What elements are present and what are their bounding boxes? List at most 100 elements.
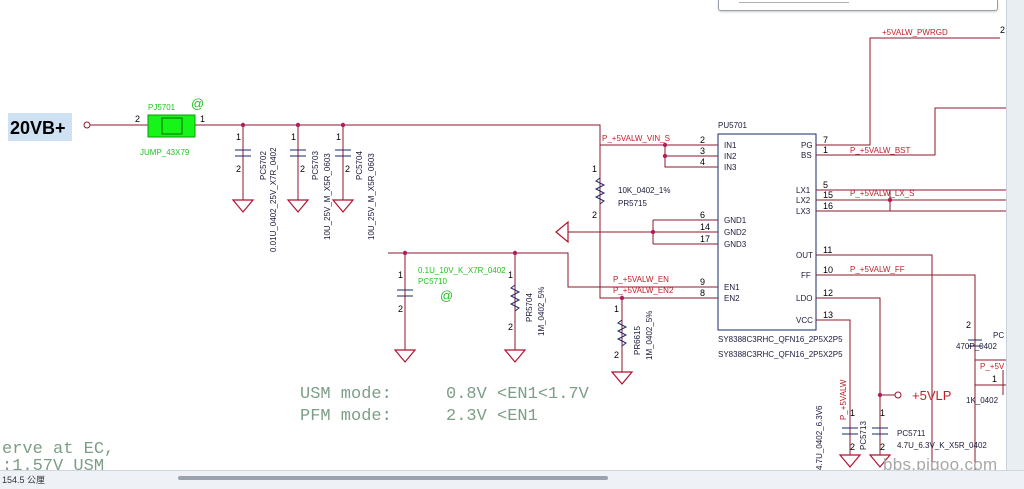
ic-pin-name: IN1 xyxy=(724,141,737,150)
ic-pin-name: LX2 xyxy=(796,196,811,205)
pc5710-pin1: 1 xyxy=(398,270,403,280)
pr5715-ref: PR5715 xyxy=(618,199,647,208)
pc5710-pin2: 2 xyxy=(398,304,403,314)
pr6615-value: 1M_0402_5% xyxy=(645,311,654,360)
resistor-pr6615: 1 2 PR6615 1M_0402_5% xyxy=(614,304,654,360)
ic-pu5701: PU5701 SY8388C3RHC_QFN16_2P5X2P5 SY8388C… xyxy=(717,121,843,359)
input-connector: 20VB+ xyxy=(8,113,91,141)
pc5713-ref: PC5713 xyxy=(859,421,868,450)
wire-bs xyxy=(816,107,1006,156)
note-pfm-value: 2.3V <EN1 xyxy=(446,407,538,426)
pc5702-value: 0.01U_0402_25V_X7R_0402 xyxy=(269,147,278,252)
popup-panel[interactable] xyxy=(718,0,998,11)
ic-pin-number: 15 xyxy=(823,190,833,200)
pc5713-value: 4.7U_0402_6.3V6 xyxy=(815,405,824,470)
ic-ref: PU5701 xyxy=(718,121,747,130)
ic-pin-name: PG xyxy=(801,141,813,150)
wire-ldo xyxy=(816,297,895,396)
ic-pin-number: 5 xyxy=(823,180,828,190)
net-bst: P_+5VALW_BST xyxy=(850,146,911,155)
right-pc-partial: PC xyxy=(993,331,1004,340)
net-label-box xyxy=(8,113,72,141)
wire-gnd-bus xyxy=(568,219,707,245)
resistor-pr5704: 1 2 PR5704 1M_0402_5% xyxy=(508,270,546,336)
ic-pin-name: GND2 xyxy=(724,228,747,237)
ic-pin-name: IN2 xyxy=(724,152,737,161)
ground-symbols xyxy=(231,199,892,468)
net-vlp: +5VLP xyxy=(912,388,951,403)
pr6615-pin2: 2 xyxy=(614,350,619,360)
ic-pin-number: 10 xyxy=(823,265,833,275)
net-en: P_+5VALW_EN xyxy=(613,275,669,284)
cap-labels: 1 2 1 2 1 2 PC5702 0.01U_0402_25V_X7R_04… xyxy=(236,132,376,252)
ic-pin-name: EN2 xyxy=(724,294,740,303)
pc5710-ref: PC5710 xyxy=(418,277,447,286)
pc5703-pin2: 2 xyxy=(300,164,305,174)
wire-right-part xyxy=(975,359,1006,395)
pr5704-value: 1M_0402_5% xyxy=(537,287,546,336)
net-pwrgd: +5VALW_PWRGD xyxy=(882,28,948,37)
right-scrollbar[interactable] xyxy=(1006,0,1024,470)
pc5702-pin1: 1 xyxy=(236,132,241,142)
ic-body xyxy=(717,133,817,331)
pc5713-pin1: 1 xyxy=(850,408,855,418)
ic-pin-number: 13 xyxy=(823,310,833,320)
wire-main-rail xyxy=(195,124,707,146)
jumper-pin-b: 1 xyxy=(200,114,205,124)
wire-cap-taps xyxy=(242,125,344,200)
ic-pin-number: 9 xyxy=(700,277,705,287)
ic-pin-number: 8 xyxy=(700,288,705,298)
ic-pin-number: 3 xyxy=(700,146,705,156)
popup-divider xyxy=(739,2,849,3)
pr5715-pin2: 2 xyxy=(592,210,597,220)
input-caps xyxy=(235,149,351,157)
mode-notes: USM mode: 0.8V <EN1<1.7V PFM mode: 2.3V … xyxy=(2,385,590,470)
pr6615-pin1: 1 xyxy=(614,304,619,314)
note-usm-value: 0.8V <EN1<1.7V xyxy=(446,385,590,404)
pr5715-value: 10K_0402_1% xyxy=(618,186,671,195)
ic-pin-name: LDO xyxy=(796,294,812,303)
net-vcc: P_+5VALW xyxy=(839,379,848,420)
pc5702-pin2: 2 xyxy=(236,164,241,174)
ic-part-number-2: SY8388C3RHC_QFN16_2P5X2P5 xyxy=(718,350,843,359)
pc5710-value: 0.1U_10V_K_X7R_0402 xyxy=(418,266,506,275)
net-ff: P_+5VALW_FF xyxy=(850,265,905,274)
jumper-value: JUMP_43X79 xyxy=(140,148,190,157)
ic-pin-number: 6 xyxy=(700,210,705,220)
ic-pin-name: BS xyxy=(801,151,812,160)
net-pwrgd-pin: 2 xyxy=(1000,25,1005,35)
bottom-caps: 1 2 1 2 PC5713 4.7U_0402_6.3V6 PC5711 4.… xyxy=(815,405,987,470)
note-pfm-label: PFM mode: xyxy=(300,407,392,426)
pc5704-pin1: 1 xyxy=(336,132,341,142)
jumper-pin-a: 2 xyxy=(135,114,140,124)
right-cap-470p: 470P_0402 xyxy=(956,342,997,351)
ic-pin-name: FF xyxy=(801,271,811,280)
jumper-ref: PJ5701 xyxy=(148,103,176,112)
ic-pin-number: 17 xyxy=(700,234,710,244)
right-pin-2: 2 xyxy=(966,320,971,330)
ic-part-number-1: SY8388C3RHC_QFN16_2P5X2P5 xyxy=(718,335,843,344)
pc5711-value: 4.7U_6.3V_K_X5R_0402 xyxy=(897,441,987,450)
ic-pin-name: GND3 xyxy=(724,240,747,249)
net-right-partial: P_+5V xyxy=(980,362,1005,371)
connector-terminal xyxy=(83,121,91,129)
net-vin: P_+5VALW_VIN_S xyxy=(602,134,670,143)
ic-pin-number: 11 xyxy=(823,245,832,255)
horizontal-scrollbar[interactable] xyxy=(178,476,608,480)
pr5704-pin2: 2 xyxy=(508,322,513,332)
vlp-terminal xyxy=(894,391,902,399)
right-res-1k: 1K_0402 xyxy=(966,396,999,405)
ic-pin-name: LX3 xyxy=(796,207,811,216)
wire-lx xyxy=(816,189,1006,212)
net-labels: P_+5VALW_VIN_S P_+5VALW_EN P_+5VALW_EN2 … xyxy=(602,25,1005,420)
pr5704-pin1: 1 xyxy=(508,270,513,280)
jumper-pj5701: 2 1 PJ5701 @ JUMP_43X79 xyxy=(135,96,205,157)
note-left-2: :1.57V USM xyxy=(2,457,104,470)
note-usm-label: USM mode: xyxy=(300,385,392,404)
net-20vb: 20VB+ xyxy=(10,118,66,138)
zoom-readout: 154.5 公厘 xyxy=(2,475,46,485)
wire-ff xyxy=(816,274,976,470)
ic-pin-name: IN3 xyxy=(724,163,737,172)
ic-pin-name: LX1 xyxy=(796,186,811,195)
